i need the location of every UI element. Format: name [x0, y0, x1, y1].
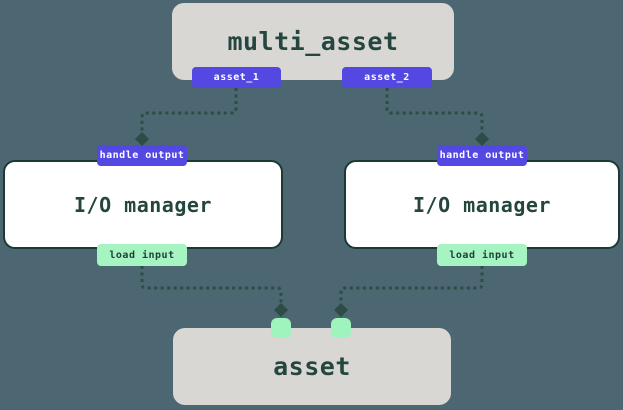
io-manager-left-label: I/O manager	[74, 192, 212, 217]
diamond-arrowhead-left-bottom	[274, 303, 288, 317]
handle-output-badge-left: handle output	[97, 145, 187, 166]
edge-asset2-to-handle-output-right	[385, 88, 484, 132]
io-manager-right-label: I/O manager	[413, 192, 551, 217]
load-input-badge-right-label: load input	[449, 249, 515, 261]
multi-asset-label: multi_asset	[227, 27, 399, 56]
output-badge-asset-2-label: asset_2	[364, 72, 410, 83]
output-badge-asset-2: asset_2	[342, 67, 432, 88]
edge-asset1-to-handle-output-left	[140, 88, 238, 132]
io-manager-node-left: I/O manager	[3, 160, 283, 249]
diamond-arrowhead-right-top	[475, 132, 489, 146]
asset-input-handle-2	[331, 318, 351, 338]
output-badge-asset-1-label: asset_1	[213, 72, 260, 83]
handle-output-badge-right-label: handle output	[439, 150, 525, 161]
asset-node: asset	[173, 328, 451, 405]
diamond-arrowhead-right-bottom	[334, 303, 348, 317]
asset-input-handle-1	[271, 318, 291, 338]
output-badge-asset-1: asset_1	[192, 67, 281, 88]
edge-load-input-left-to-asset	[140, 266, 283, 303]
load-input-badge-left-label: load input	[109, 249, 175, 261]
edge-load-input-right-to-asset	[339, 266, 484, 303]
load-input-badge-right: load input	[437, 244, 527, 266]
asset-node-label: asset	[273, 352, 351, 381]
io-manager-node-right: I/O manager	[344, 160, 620, 249]
diamond-arrowhead-left-top	[135, 132, 149, 146]
handle-output-badge-right: handle output	[437, 145, 527, 166]
handle-output-badge-left-label: handle output	[99, 150, 185, 161]
load-input-badge-left: load input	[97, 244, 187, 266]
